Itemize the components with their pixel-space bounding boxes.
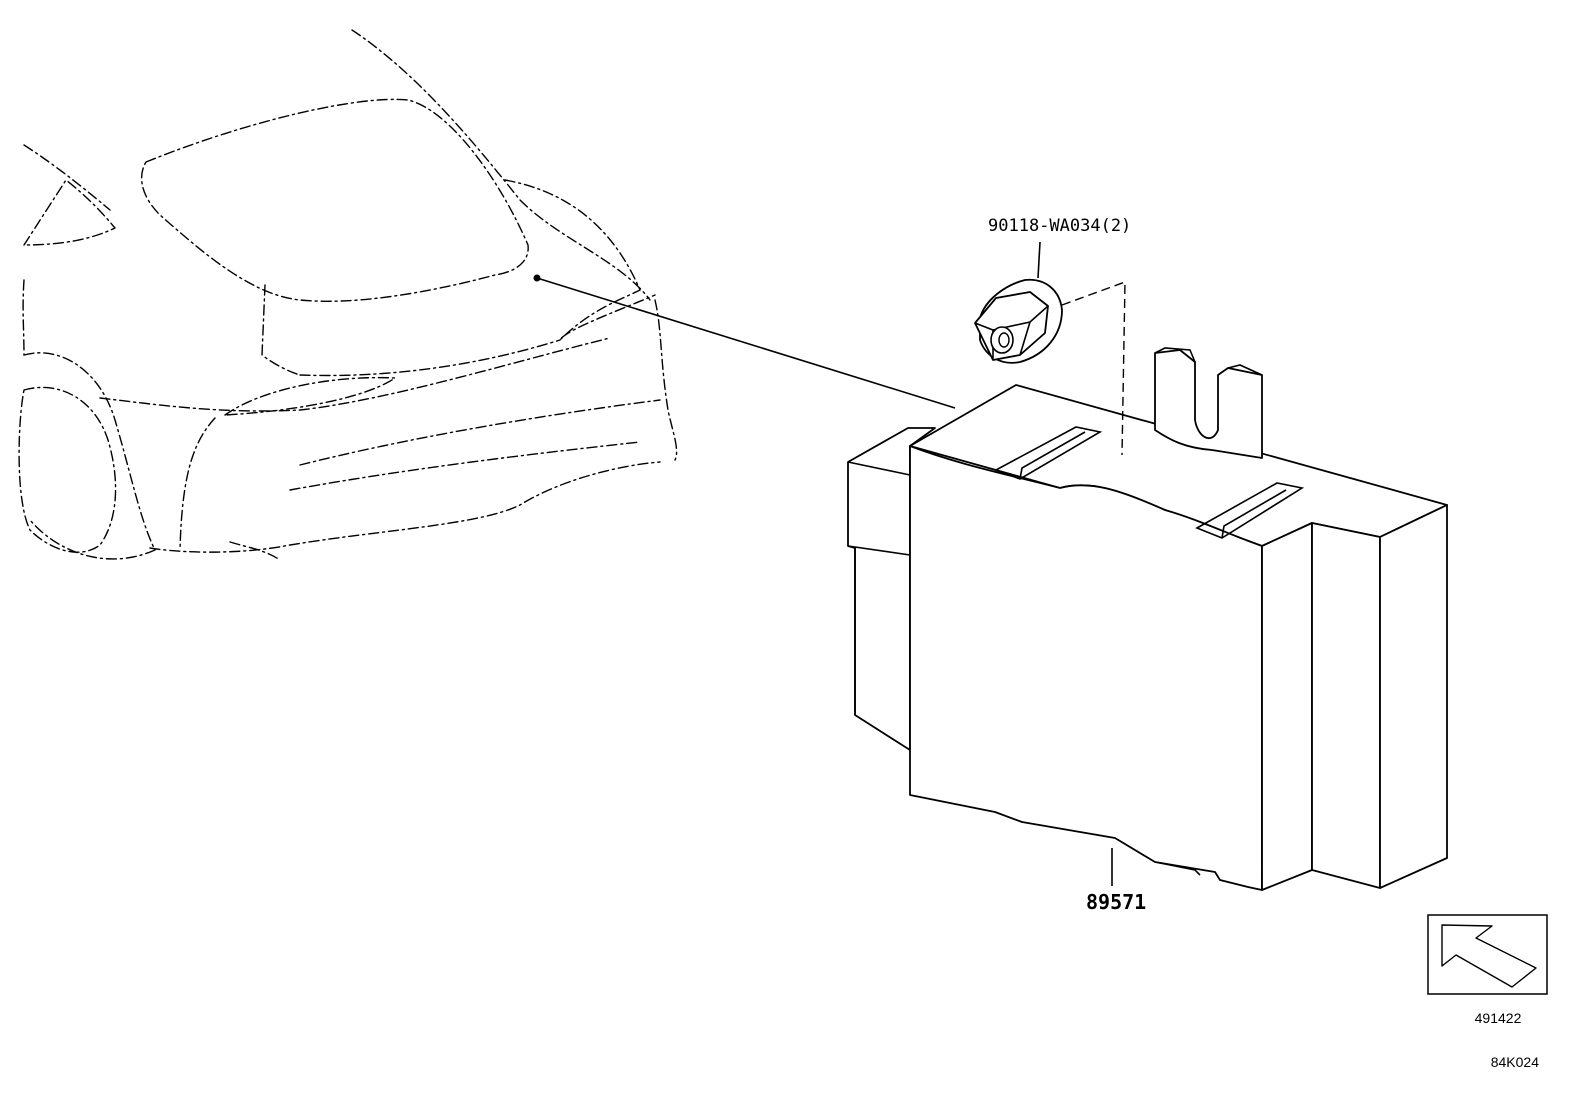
flange-nut-90118-wa034 bbox=[974, 278, 1063, 364]
module-part-number: 89571 bbox=[1086, 890, 1146, 914]
nut-assembly-phantom-line bbox=[1061, 280, 1126, 456]
figure-code: 84K024 bbox=[1491, 1054, 1539, 1070]
view-code: 491422 bbox=[1475, 1010, 1522, 1026]
vehicle-rear-outline bbox=[18, 29, 678, 561]
location-leader-line bbox=[536, 277, 956, 409]
nut-part-number: 90118-WA034(2) bbox=[988, 216, 1131, 236]
nut-leader-line bbox=[1037, 241, 1041, 279]
control-module-89571 bbox=[847, 347, 1448, 891]
view-direction-box bbox=[1427, 914, 1548, 995]
view-direction-arrow-icon bbox=[1441, 924, 1537, 988]
